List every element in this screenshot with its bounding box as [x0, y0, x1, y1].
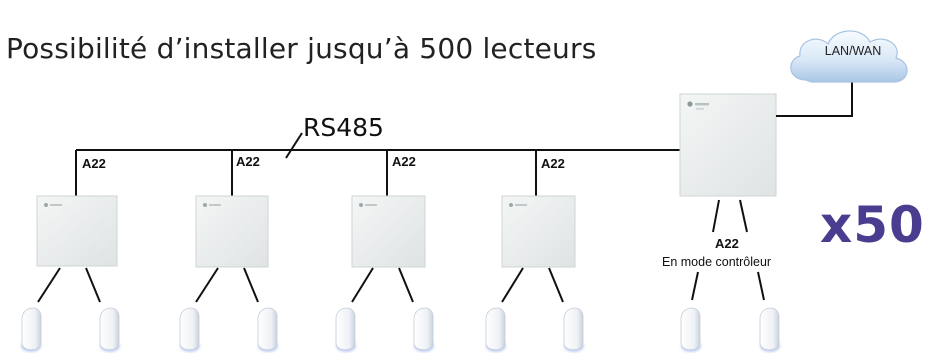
brand-logo-icon — [687, 101, 693, 107]
lan-wan-label: LAN/WAN — [824, 44, 882, 58]
card-readers — [21, 307, 780, 352]
network-link — [776, 82, 853, 117]
reader-icon — [99, 307, 120, 352]
main-controller — [679, 93, 777, 197]
reader-icon — [179, 307, 200, 352]
rs485-bus — [75, 132, 680, 196]
bus-callout-line — [285, 132, 303, 159]
reader-icon — [257, 307, 278, 352]
controller-3 — [351, 195, 426, 268]
reader-icon — [21, 307, 42, 352]
controller-4 — [501, 195, 576, 268]
brand-logo-icon — [359, 203, 363, 207]
controller-1 — [36, 195, 118, 267]
brand-logo-icon — [203, 203, 207, 207]
reader-icon — [413, 307, 434, 352]
brand-logo-icon — [44, 203, 48, 207]
lan-wan-cloud-icon — [790, 30, 908, 83]
reader-icon — [485, 307, 506, 352]
reader-icon — [335, 307, 356, 352]
reader-icon — [680, 307, 701, 352]
reader-wiring — [37, 199, 765, 303]
controller-mode-label: En mode contrôleur — [662, 255, 772, 269]
multiplier-label: x50 — [820, 196, 925, 254]
reader-icon — [759, 307, 780, 352]
main-controller-label: A22 — [715, 236, 739, 251]
controller-1-label: A22 — [82, 156, 106, 171]
controller-3-label: A22 — [392, 154, 416, 169]
controller-4-label: A22 — [541, 156, 565, 171]
controller-2 — [195, 195, 269, 268]
diagram-title: Possibilité d’installer jusqu’à 500 lect… — [6, 32, 597, 65]
controller-2-label: A22 — [236, 154, 260, 169]
brand-logo-icon — [509, 203, 513, 207]
rs485-label: RS485 — [303, 113, 384, 142]
reader-icon — [563, 307, 584, 352]
